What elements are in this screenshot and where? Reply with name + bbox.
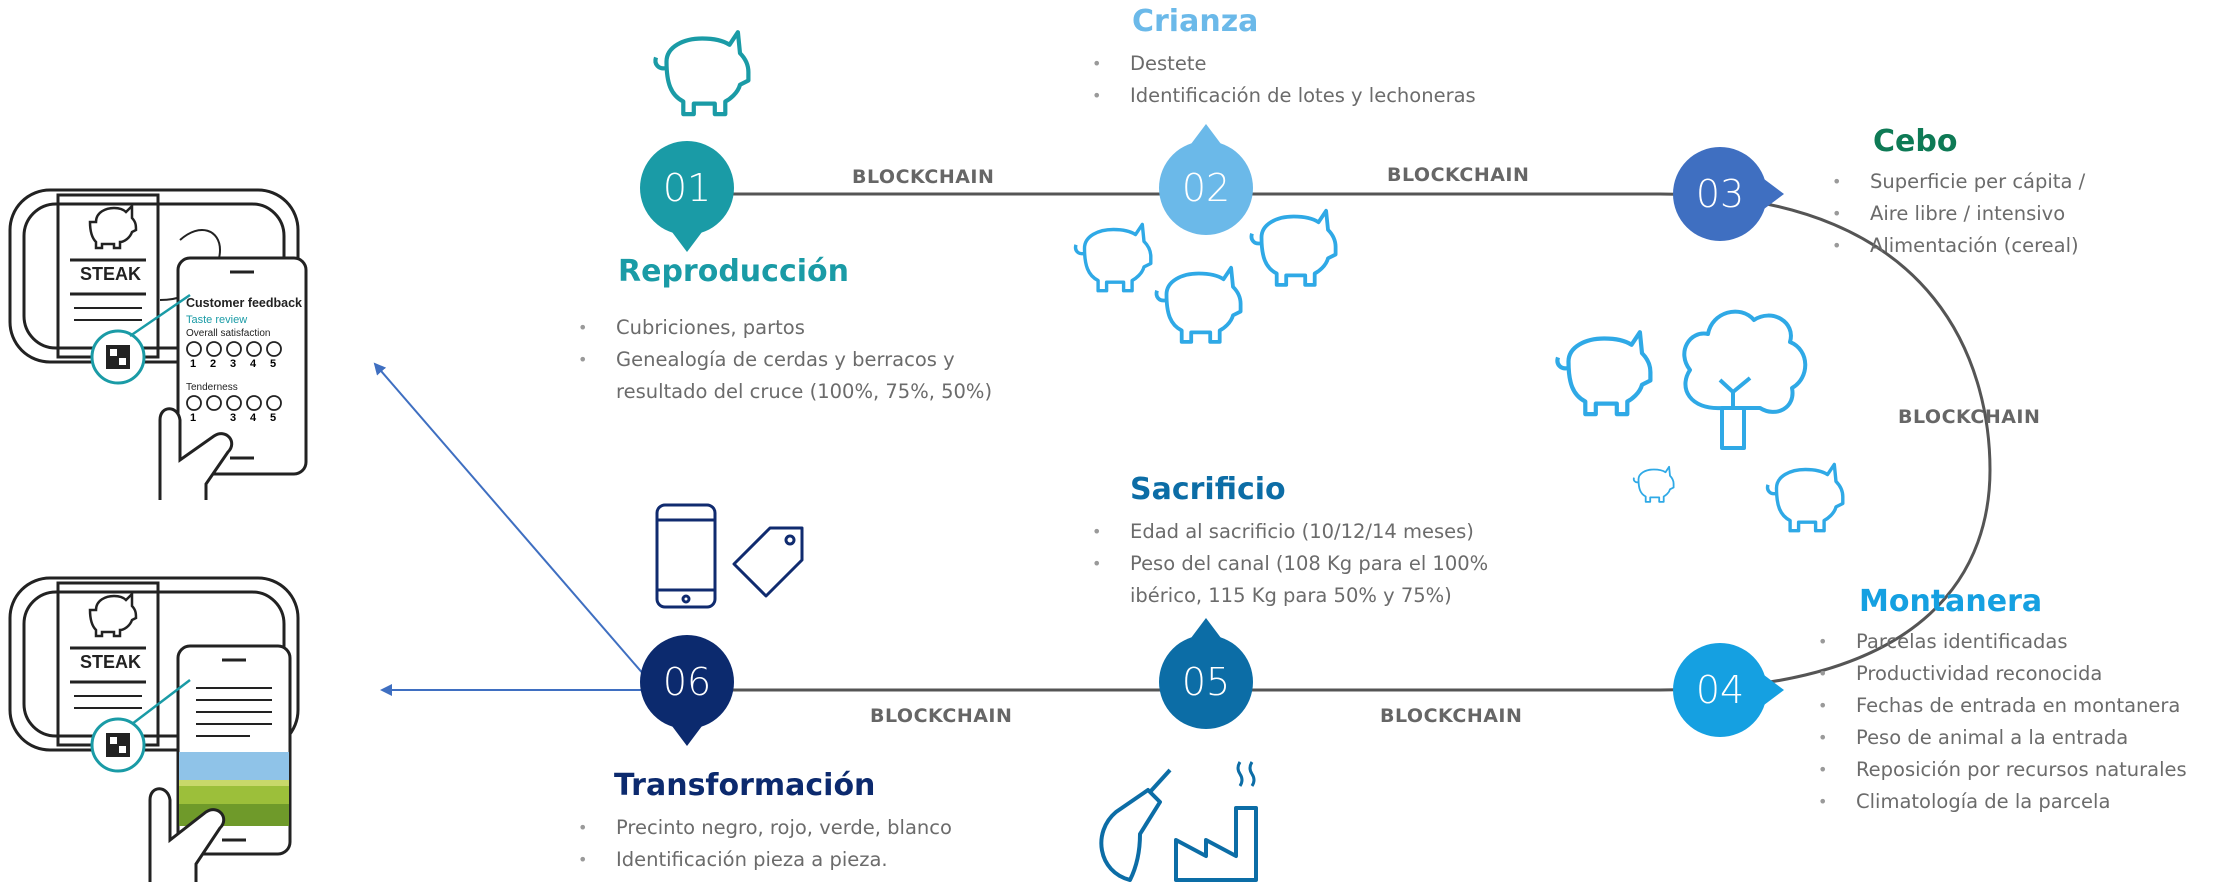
bullets-montanera: Parcelas identificadas Productividad rec… (1818, 626, 2187, 818)
pig-icon (1765, 462, 1845, 533)
tenderness-label: Tenderness (186, 382, 238, 393)
pig-icon (1073, 222, 1153, 293)
step-number-02: 02 (1181, 166, 1231, 210)
bullet-item: Alimentación (cereal) (1832, 230, 2085, 262)
bullet-item: Peso de animal a la entrada (1818, 722, 2187, 754)
marker-04 (1673, 643, 1784, 737)
bullet-item: Cubriciones, partos (578, 312, 992, 344)
overall-satisfaction-label: Overall satisfaction (186, 328, 271, 339)
landscape-image (179, 752, 289, 826)
step-number-03: 03 (1695, 172, 1745, 216)
blockchain-label-02-03: BLOCKCHAIN (1387, 164, 1530, 186)
bullet-item: Peso del canal (108 Kg para el 100% (1092, 548, 1488, 580)
bullets-reproduccion: Cubriciones, partos Genealogía de cerdas… (578, 312, 992, 408)
bullet-item: Productividad reconocida (1818, 658, 2187, 690)
blockchain-label-03-04: BLOCKCHAIN (1898, 406, 2041, 428)
steak-label: STEAK (80, 264, 142, 284)
bullet-item: Identificación pieza a pieza. (578, 844, 952, 876)
bullet-item: Parcelas identificadas (1818, 626, 2187, 658)
step-title-cebo: Cebo (1873, 124, 1958, 159)
price-tag-icon (732, 526, 804, 598)
pig-icon (1249, 208, 1338, 287)
hand-icon (148, 787, 226, 882)
rating-number: 4 (250, 358, 257, 370)
slaughterhouse-icon (1099, 761, 1258, 882)
feedback-rating-circles (186, 341, 282, 411)
bullet-item: Destete (1092, 48, 1476, 80)
meat-package-feedback (8, 188, 308, 500)
blockchain-label-05-06: BLOCKCHAIN (870, 705, 1013, 727)
smartphone-icon (655, 503, 717, 609)
bullet-item: Superficie per cápita / (1832, 166, 2085, 198)
bullet-item: Aire libre / intensivo (1832, 198, 2085, 230)
step-number-06: 06 (662, 660, 712, 704)
blockchain-label-04-05: BLOCKCHAIN (1380, 705, 1523, 727)
rating-number: 4 (250, 412, 257, 424)
steak-label: STEAK (80, 652, 142, 672)
marker-01 (640, 141, 734, 252)
bullet-item: Identificación de lotes y lechoneras (1092, 80, 1476, 112)
bullets-cebo: Superficie per cápita / Aire libre / int… (1832, 166, 2085, 262)
rating-number: 2 (210, 358, 217, 370)
taste-review-label: Taste review (186, 314, 248, 326)
marker-06 (640, 635, 734, 746)
rating-number: 5 (270, 358, 277, 370)
bullets-transformacion: Precinto negro, rojo, verde, blanco Iden… (578, 812, 952, 876)
step-title-montanera: Montanera (1859, 584, 2043, 619)
marker-02 (1159, 124, 1253, 235)
bullets-crianza: Destete Identificación de lotes y lechon… (1092, 48, 1476, 112)
blockchain-label-01-02: BLOCKCHAIN (852, 166, 995, 188)
step-number-05: 05 (1181, 660, 1231, 704)
bullets-sacrificio: Edad al sacrificio (10/12/14 meses) Peso… (1092, 516, 1488, 612)
step-number-01: 01 (662, 166, 712, 210)
bullet-item-continuation: resultado del cruce (100%, 75%, 50%) (616, 380, 993, 403)
bullet-item: Genealogía de cerdas y berracos y (578, 344, 992, 376)
rating-number: 3 (230, 412, 237, 424)
tree-icon (1682, 309, 1808, 450)
feedback-title: Customer feedback (186, 296, 303, 310)
bullet-item: Fechas de entrada en montanera (1818, 690, 2187, 722)
bullet-item: Reposición por recursos naturales (1818, 754, 2187, 786)
bullet-item: Climatología de la parcela (1818, 786, 2187, 818)
marker-03 (1673, 147, 1784, 241)
bullet-item: Precinto negro, rojo, verde, blanco (578, 812, 952, 844)
marker-05 (1159, 618, 1253, 729)
bullet-item-continuation: ibérico, 115 Kg para 50% y 75%) (1130, 584, 1452, 607)
arrow-to-feedback-phone (373, 362, 646, 677)
bullet-item: Edad al sacrificio (10/12/14 meses) (1092, 516, 1488, 548)
rating-number: 5 (270, 412, 277, 424)
step-title-crianza: Crianza (1132, 4, 1259, 39)
rating-number: 1 (190, 358, 197, 370)
pig-icon (1154, 265, 1243, 344)
step-title-reproduccion: Reproducción (618, 254, 849, 289)
rating-number: 1 (190, 412, 197, 424)
step-number-04: 04 (1695, 668, 1745, 712)
step-title-sacrificio: Sacrificio (1130, 472, 1286, 507)
pig-icon (1557, 332, 1650, 414)
rating-number: 3 (230, 358, 237, 370)
pig-icon (655, 32, 748, 114)
pig-icon (1632, 465, 1675, 503)
step-title-transformacion: Transformación (614, 768, 876, 803)
